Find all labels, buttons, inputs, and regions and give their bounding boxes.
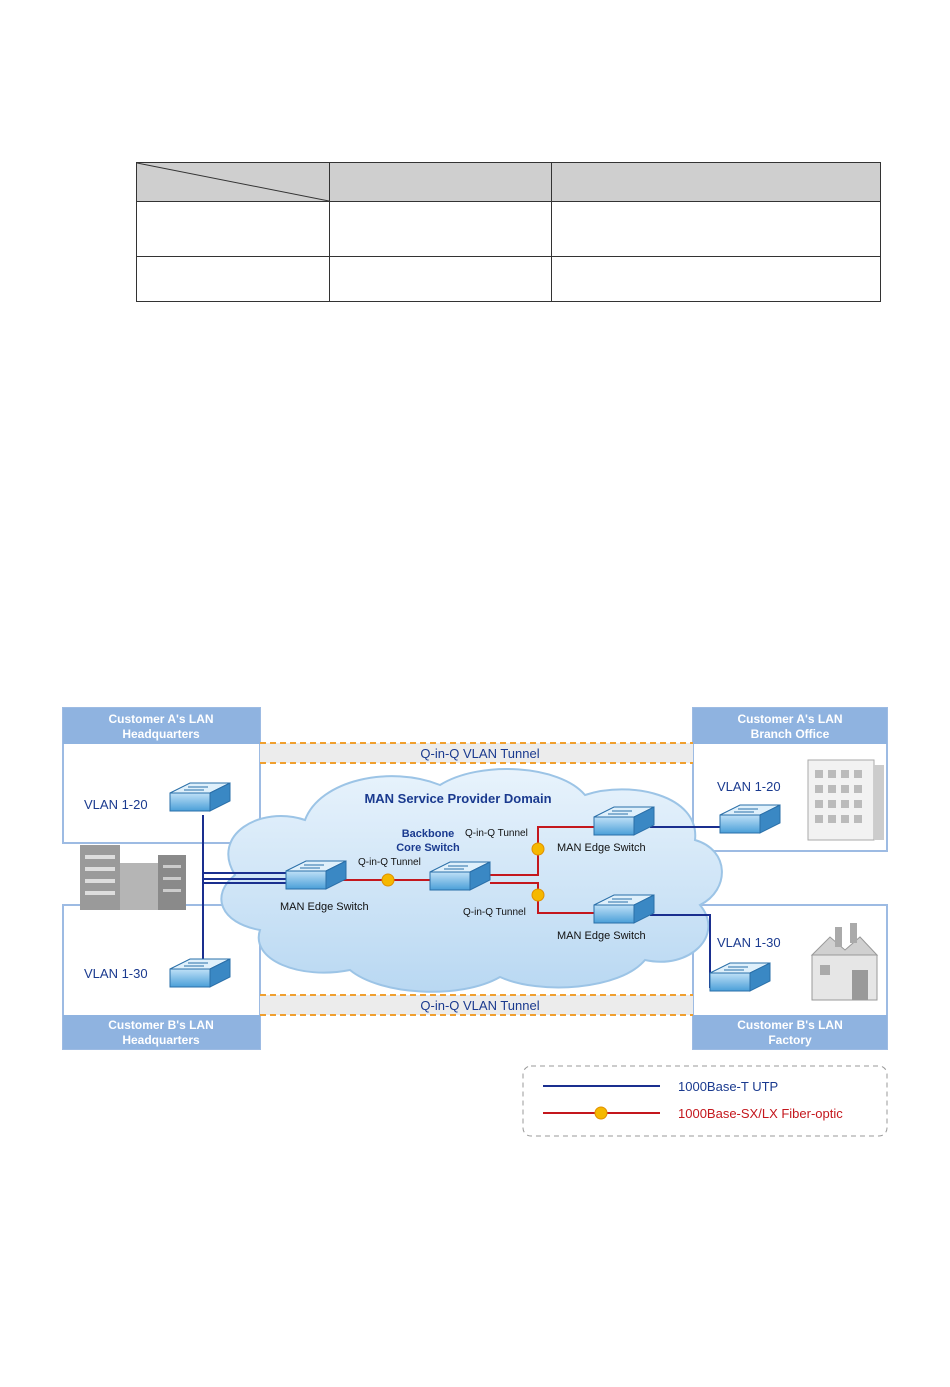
legend-utp-label: 1000Base-T UTP	[678, 1079, 778, 1094]
vlan-label: VLAN 1-30	[717, 935, 781, 950]
customer-a-hq-title: Customer A's LAN	[108, 712, 213, 726]
customer-a-branch-title: Customer A's LAN	[737, 712, 842, 726]
office-building-icon	[808, 760, 884, 840]
hq-building-icon	[80, 845, 186, 910]
backbone-label: Core Switch	[396, 842, 460, 854]
tunnel-label: Q-in-Q VLAN Tunnel	[420, 998, 539, 1013]
legend-fiber-label: 1000Base-SX/LX Fiber-optic	[678, 1106, 843, 1121]
vlan-label: VLAN 1-30	[84, 966, 148, 981]
qinq-tunnel-label: Q-in-Q Tunnel	[465, 828, 528, 839]
table-column-divider	[329, 163, 330, 301]
customer-b-hq-title: Customer B's LAN	[108, 1018, 214, 1032]
customer-a-hq-subtitle: Headquarters	[122, 727, 200, 741]
vlan-label: VLAN 1-20	[717, 779, 781, 794]
man-edge-switch-label: MAN Edge Switch	[557, 930, 646, 942]
customer-b-hq-subtitle: Headquarters	[122, 1033, 200, 1047]
customer-a-branch-subtitle: Branch Office	[751, 727, 830, 741]
data-table	[136, 162, 881, 302]
tunnel-label: Q-in-Q VLAN Tunnel	[420, 746, 539, 761]
customer-b-factory-subtitle: Factory	[768, 1033, 812, 1047]
customer-b-factory-title: Customer B's LAN	[737, 1018, 843, 1032]
man-edge-switch-label: MAN Edge Switch	[557, 842, 646, 854]
cloud-title: MAN Service Provider Domain	[364, 791, 551, 806]
table-row	[137, 201, 880, 256]
man-edge-switch-label: MAN Edge Switch	[280, 901, 369, 913]
table-corner-diagonal	[137, 163, 329, 201]
table-column-divider	[551, 163, 552, 301]
table-row	[137, 256, 880, 302]
qinq-network-diagram: Customer A's LAN Headquarters Customer A…	[60, 705, 890, 1140]
qinq-tunnel-label: Q-in-Q Tunnel	[463, 907, 526, 918]
qinq-tunnel-label: Q-in-Q Tunnel	[358, 857, 421, 868]
backbone-label: Backbone	[402, 828, 455, 840]
vlan-label: VLAN 1-20	[84, 797, 148, 812]
legend: 1000Base-T UTP 1000Base-SX/LX Fiber-opti…	[523, 1066, 887, 1136]
